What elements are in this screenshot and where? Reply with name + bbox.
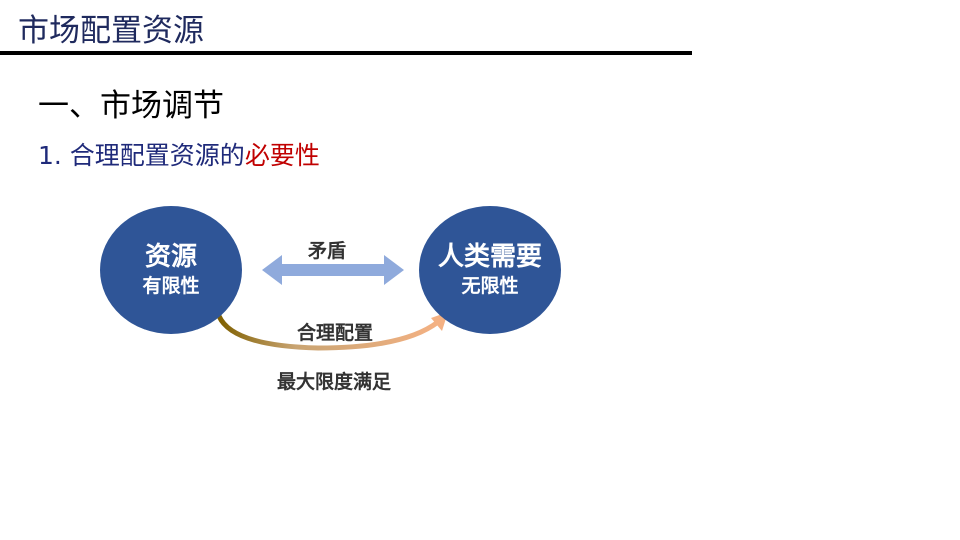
double-arrow xyxy=(262,255,404,285)
allocation-label: 合理配置 xyxy=(297,322,374,344)
section-heading: 一、市场调节 xyxy=(38,88,224,124)
sub-heading-emphasis: 必要性 xyxy=(244,141,320,170)
human-needs-node: 人类需要 无限性 xyxy=(419,206,561,334)
human-needs-node-subtitle: 无限性 xyxy=(461,275,519,297)
resource-node: 资源 有限性 xyxy=(100,206,242,334)
sub-heading-prefix: 1. 合理配置资源的 xyxy=(38,141,245,170)
sub-heading: 1. 合理配置资源的必要性 xyxy=(38,137,320,175)
resource-node-subtitle: 有限性 xyxy=(142,275,200,297)
satisfaction-label: 最大限度满足 xyxy=(277,371,392,393)
slide-title: 市场配置资源 xyxy=(18,13,204,49)
curved-arrow xyxy=(216,313,441,351)
resource-node-title: 资源 xyxy=(144,242,197,272)
conflict-label: 矛盾 xyxy=(308,240,347,262)
title-divider xyxy=(0,51,692,55)
human-needs-node-title: 人类需要 xyxy=(437,242,542,272)
